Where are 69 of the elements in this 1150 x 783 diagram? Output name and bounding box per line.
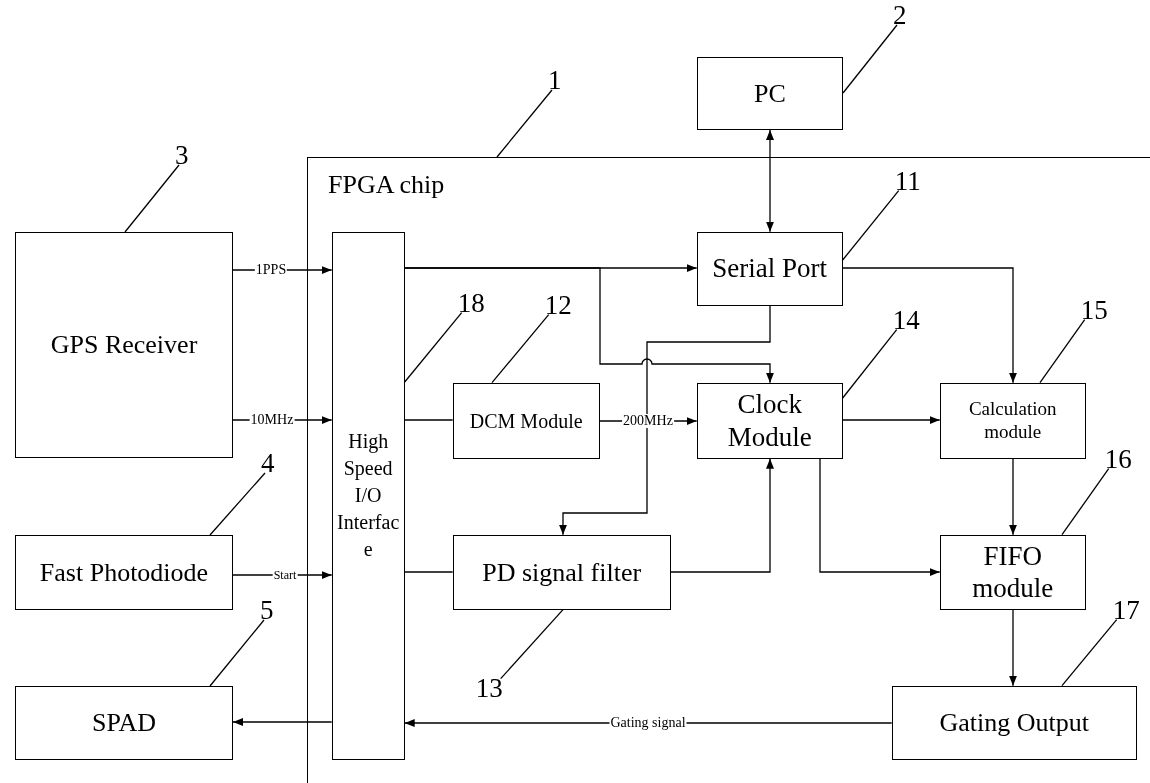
connector-line [404,571,454,573]
leader-line [124,164,180,233]
process-box [15,686,233,760]
arrow [1009,458,1017,536]
edge-label: Gating signal [609,716,687,730]
callout-number: 15 [1080,296,1108,324]
edge-label: 1PPS [254,263,288,277]
callout-number: 3 [175,142,189,169]
process-box [452,382,600,459]
leader-line [842,329,898,399]
process-box [696,231,843,306]
edge-label: 10MHz [249,413,295,427]
leader-line [1039,319,1086,384]
leader-line [1061,619,1118,687]
edge-label: Start [272,569,298,581]
process-box [452,534,671,610]
arrow [842,267,1017,384]
arrow [1009,609,1017,687]
box-label: PD signal filter [482,556,642,588]
box-label: FIFO module [971,539,1055,605]
box-label: GPS Receiver [50,329,198,361]
callout-number: 16 [1104,445,1132,473]
callout-number: 12 [544,291,572,319]
box-label: Gating Output [939,707,1089,739]
callout-number: 17 [1112,596,1140,624]
box-label: Serial Port [712,252,828,285]
callout-number: 14 [892,306,920,334]
arrow [559,305,771,536]
process-box [15,232,233,458]
callout-number: 13 [475,674,503,702]
process-box [891,685,1137,760]
box-label: PC [754,77,786,110]
edge-label: 200MHz [622,414,674,428]
box-label: Calculation module [967,397,1058,444]
callout-number: 5 [260,597,274,624]
leader-line [842,24,898,94]
arrow [232,718,333,726]
fpga-chip-frame [307,157,1150,783]
box-label: DCM Module [469,408,583,433]
process-box [939,382,1086,459]
arrow [842,416,941,424]
arrow [766,129,774,233]
box-label: Clock Module [726,388,813,454]
frame-title: FPGA chip [328,170,445,200]
box-label: SPAD [91,707,157,739]
leader-line [1061,468,1110,536]
callout-number: 18 [457,289,485,317]
arrow [670,458,774,573]
process-box [697,57,843,130]
callout-number: 1 [548,67,562,94]
leader-line [842,190,900,261]
callout-number: 11 [894,167,921,195]
leader-line [209,619,265,687]
process-box [696,382,843,459]
process-box [15,535,233,610]
leader-line [491,314,550,384]
arrow [404,267,774,384]
box-label: Fast Photodiode [39,556,209,589]
leader-line [209,472,266,536]
leader-line [404,312,463,383]
callout-number: 4 [261,450,275,477]
connector-line [404,419,454,421]
box-label: High Speed I/O Interface [336,429,401,563]
arrow [819,458,941,576]
callout-number: 2 [893,2,907,29]
leader-line [500,609,564,680]
leader-line [496,89,553,158]
process-box [939,534,1086,610]
interface-box [331,231,405,760]
